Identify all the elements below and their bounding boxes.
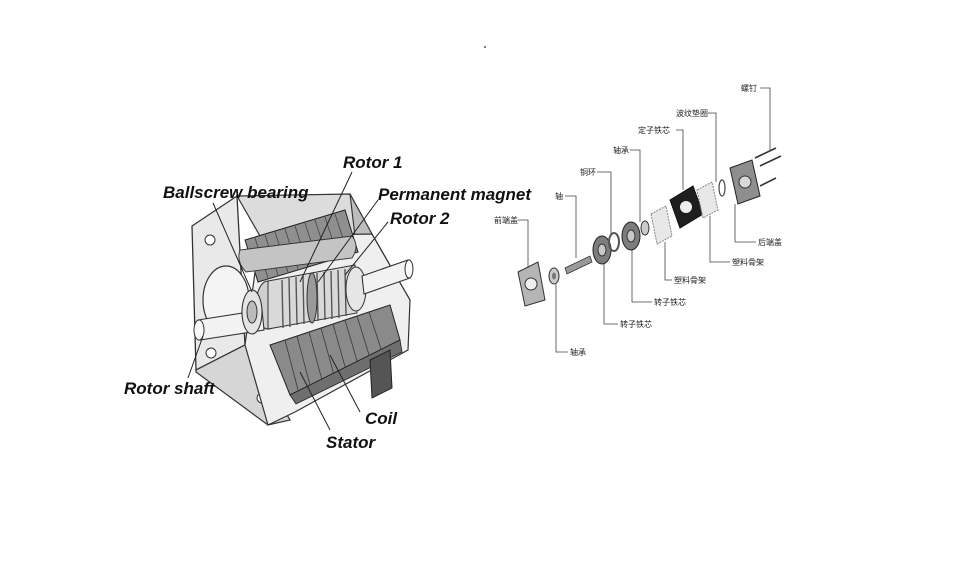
- stator-bottom: [269, 304, 403, 405]
- label-rotor-1: Rotor 1: [343, 153, 403, 172]
- shaft-part: [564, 255, 593, 275]
- plastic-frame-left-part: [650, 205, 673, 245]
- front-cover-part: [517, 261, 546, 307]
- rotor-assembly: [255, 264, 367, 330]
- rotor-core-b-part: [621, 221, 641, 251]
- label-rotor-core-b: 转子铁芯: [620, 319, 652, 329]
- copper-ring-part: [608, 232, 620, 252]
- rear-cover-part: [729, 159, 761, 205]
- label-rotor-core-a: 转子铁芯: [654, 297, 686, 307]
- cutaway-motor: [191, 193, 414, 426]
- label-rotor-shaft: Rotor shaft: [124, 379, 216, 398]
- label-rotor-2: Rotor 2: [390, 209, 450, 228]
- label-stator-core: 定子铁芯: [638, 125, 670, 135]
- label-bearing-bottom: 轴承: [570, 347, 586, 357]
- exploded-view: [517, 147, 782, 307]
- label-coil: Coil: [365, 409, 398, 428]
- bearing-part-rear: [640, 220, 650, 236]
- wire-connector: [369, 349, 393, 399]
- label-stator: Stator: [326, 433, 377, 452]
- label-permanent-magnet: Permanent magnet: [378, 185, 532, 204]
- wave-washer-part: [718, 179, 726, 197]
- label-shaft: 轴: [555, 191, 563, 201]
- label-copper-ring: 铜环: [580, 167, 596, 177]
- screws-part: [754, 147, 782, 187]
- bearing-part-front: [548, 267, 560, 285]
- label-bearing-top: 轴承: [613, 145, 629, 155]
- left-leader-lines: [187, 171, 389, 431]
- label-ballscrew-bearing: Ballscrew bearing: [163, 183, 309, 202]
- label-rear-cover: 后端盖: [758, 237, 782, 247]
- right-leader-lines: [518, 87, 771, 353]
- coil-top: [238, 235, 357, 273]
- label-plastic-frame-left: 塑料骨架: [674, 275, 706, 285]
- rotor-core-a-part: [592, 235, 612, 265]
- label-wave-washer: 波纹垫圈: [676, 108, 708, 118]
- label-front-cover: 前端盖: [494, 215, 518, 225]
- plastic-frame-right-part: [696, 181, 719, 219]
- label-screw: 螺钉: [741, 83, 757, 93]
- label-plastic-frame-right: 塑料骨架: [732, 257, 764, 267]
- ballscrew-bearing: [241, 289, 263, 335]
- stray-dot: [484, 46, 486, 48]
